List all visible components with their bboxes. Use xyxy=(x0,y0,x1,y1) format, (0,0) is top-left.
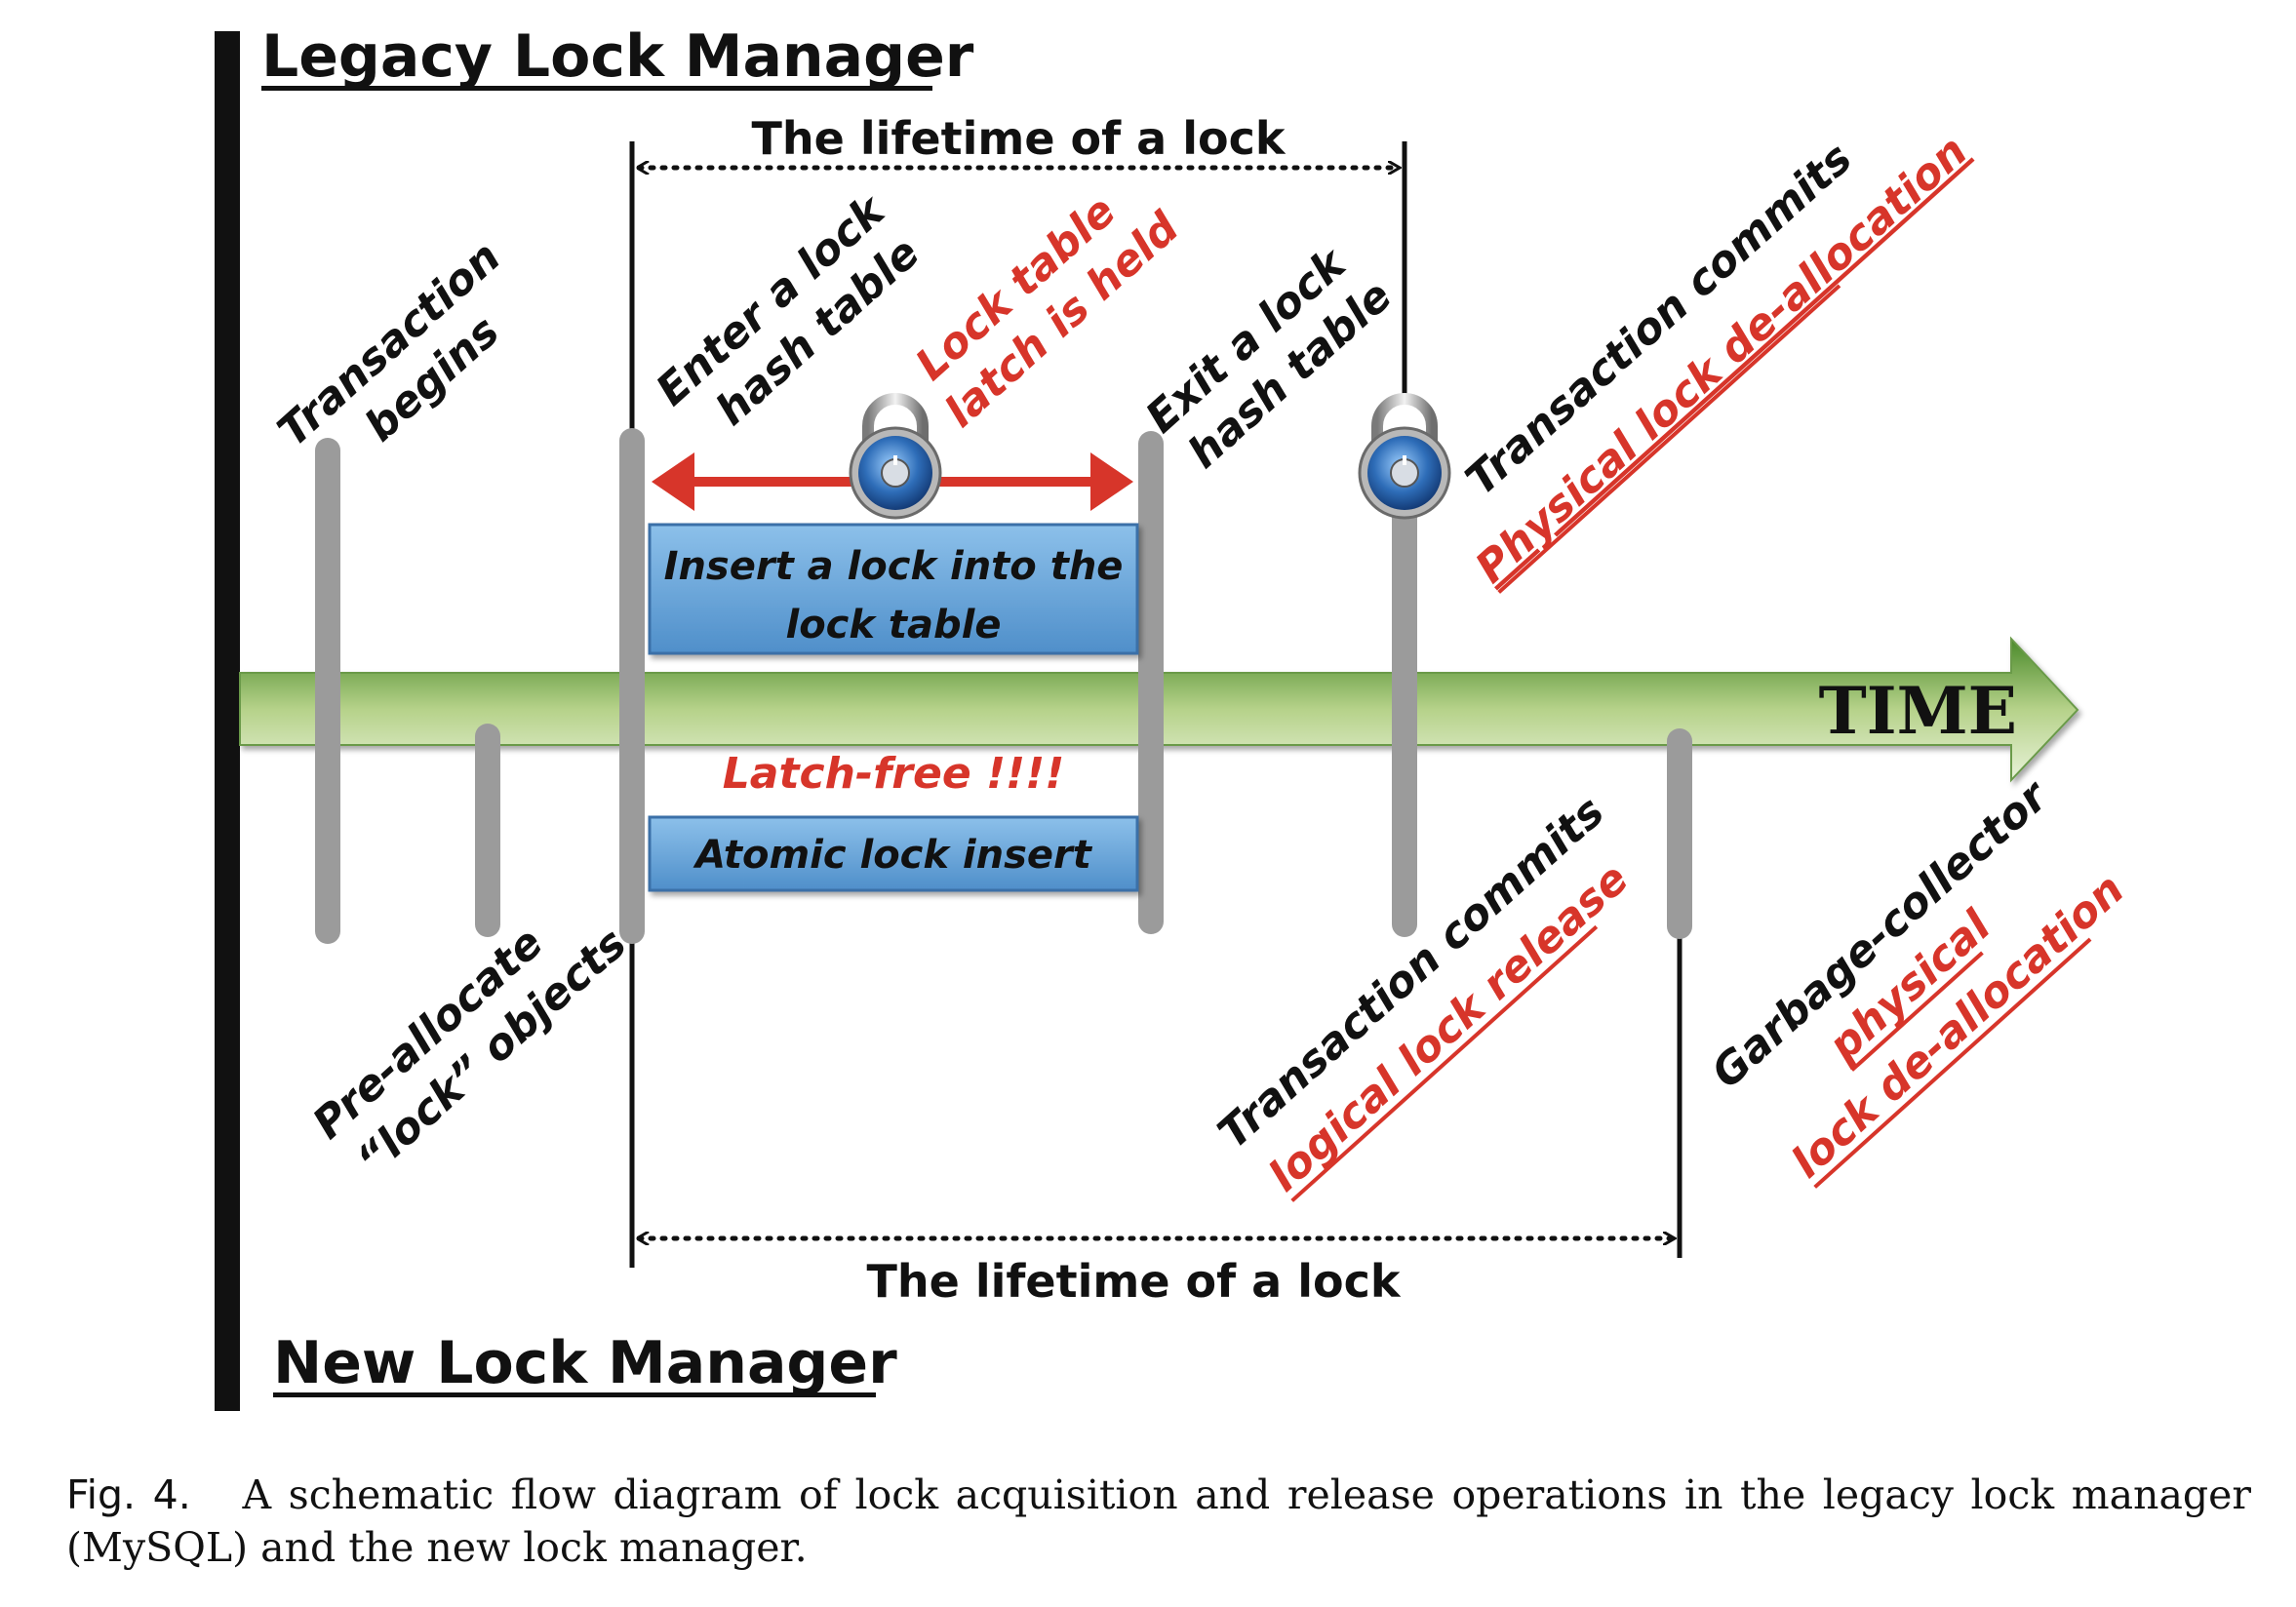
insert-lock-line-1: Insert a lock into the xyxy=(664,544,1124,589)
latch-free-label: Latch-free !!!! xyxy=(723,749,1065,799)
padlock-icon xyxy=(849,393,942,520)
new-heading-underline xyxy=(273,1392,876,1397)
caption-fig-number: Fig. 4. xyxy=(66,1471,191,1518)
left-divider-bar xyxy=(215,31,240,1411)
padlock-icon xyxy=(1358,393,1451,520)
atomic-insert-box xyxy=(648,815,1139,892)
physical-dealloc-label: Physical lock de-allocation xyxy=(1466,126,1977,593)
legacy-heading-underline xyxy=(261,86,932,91)
insert-lock-box xyxy=(648,523,1139,655)
gc-label: Garbage-collector xyxy=(1702,770,2059,1098)
lifetime-top-label: The lifetime of a lock xyxy=(752,112,1287,165)
atomic-insert-label: Atomic lock insert xyxy=(693,833,1093,878)
caption-text: A schematic flow diagram of lock acquisi… xyxy=(66,1471,2252,1571)
new-heading: New Lock Manager xyxy=(273,1329,897,1397)
legacy-heading: Legacy Lock Manager xyxy=(261,22,974,91)
figure-caption: Fig. 4. A schematic flow diagram of lock… xyxy=(66,1469,2251,1574)
lifetime-bottom-label: The lifetime of a lock xyxy=(867,1255,1402,1308)
insert-lock-line-2: lock table xyxy=(785,603,1001,647)
time-label: TIME xyxy=(1819,673,2017,749)
